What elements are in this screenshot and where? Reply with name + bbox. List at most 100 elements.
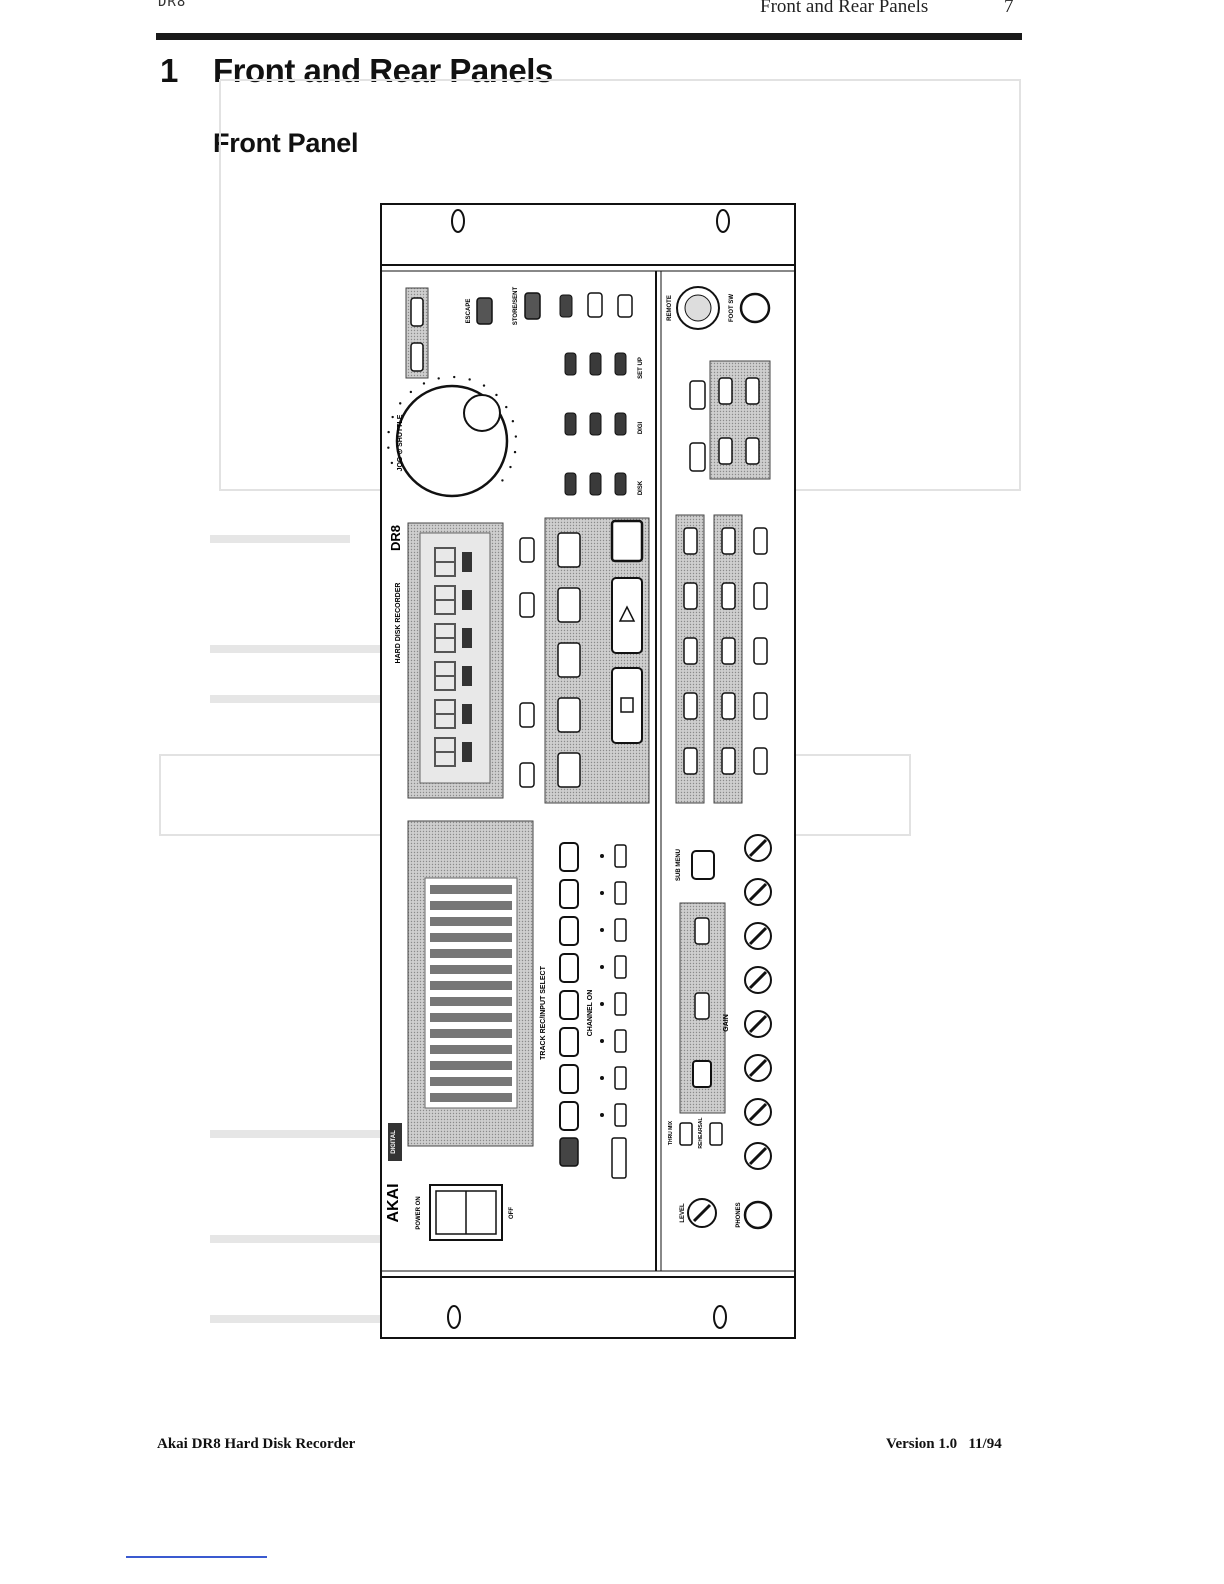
track-select-button[interactable] — [559, 842, 579, 872]
transport-button[interactable] — [557, 697, 581, 733]
play-button[interactable] — [611, 577, 643, 654]
keypad-key[interactable] — [589, 412, 602, 436]
channel-on-button[interactable] — [614, 918, 627, 942]
mode-button[interactable] — [694, 917, 710, 945]
model-logo: DR8 — [388, 525, 403, 551]
transport-button[interactable] — [557, 642, 581, 678]
track-select-button[interactable] — [559, 953, 579, 983]
function-button[interactable] — [753, 637, 768, 665]
running-header-title: Front and Rear Panels — [760, 0, 929, 17]
mode-button[interactable] — [718, 377, 733, 405]
mode-button[interactable] — [694, 992, 710, 1020]
function-button[interactable] — [683, 527, 698, 555]
svg-text:STORE/SENT: STORE/SENT — [513, 287, 519, 326]
jog-tick — [437, 377, 440, 380]
footer-version: Version 1.0 11/94 — [886, 1436, 1002, 1452]
channel-led — [600, 891, 604, 895]
digital-badge: DIGITAL — [391, 1130, 397, 1154]
function-button[interactable] — [683, 692, 698, 720]
function-button[interactable] — [753, 692, 768, 720]
keypad-key[interactable] — [564, 352, 577, 376]
sync-button[interactable] — [689, 442, 706, 472]
preroll-button[interactable] — [587, 292, 603, 318]
locate-button[interactable] — [519, 592, 535, 618]
meter-segment-row — [430, 1077, 512, 1086]
svg-text:OFF: OFF — [509, 1207, 515, 1219]
mode-button[interactable] — [718, 437, 733, 465]
meter-segment-row — [430, 965, 512, 974]
function-button[interactable] — [721, 527, 736, 555]
channel-led — [600, 965, 604, 969]
record-button[interactable] — [610, 519, 644, 563]
all-button[interactable] — [559, 1137, 579, 1167]
link-underline — [126, 1556, 267, 1558]
last-button[interactable] — [559, 294, 573, 318]
header-rule — [156, 33, 1022, 40]
rehearsal-button[interactable] — [709, 1122, 723, 1146]
transport-button[interactable] — [557, 752, 581, 788]
function-button[interactable] — [753, 747, 768, 775]
jog-tick — [409, 390, 413, 394]
svg-text:FOOT SW: FOOT SW — [729, 294, 735, 322]
keypad-key[interactable] — [564, 412, 577, 436]
track-select-button[interactable] — [559, 1101, 579, 1131]
transport-button[interactable] — [557, 587, 581, 623]
rack-hole — [713, 1305, 727, 1329]
channel-on-button[interactable] — [614, 1029, 627, 1053]
sub-menu-button[interactable] — [691, 850, 715, 880]
channel-on-button[interactable] — [614, 992, 627, 1016]
function-button[interactable] — [721, 582, 736, 610]
channel-on-button[interactable] — [614, 1066, 627, 1090]
track-select-label: TRACK REC/INPUT SELECT — [540, 965, 547, 1059]
abs-rel-button[interactable] — [519, 702, 535, 728]
keypad-key[interactable] — [614, 412, 627, 436]
channel-on-button[interactable] — [614, 955, 627, 979]
var-speed-button[interactable] — [689, 380, 706, 410]
channel-on-button[interactable] — [614, 881, 627, 905]
track-select-button[interactable] — [559, 990, 579, 1020]
channel-led — [600, 1039, 604, 1043]
digi-in-button[interactable] — [611, 1137, 627, 1179]
jog-tick — [390, 461, 394, 465]
keypad-key[interactable] — [564, 472, 577, 496]
keypad-key[interactable] — [589, 352, 602, 376]
reset-button[interactable] — [519, 762, 535, 788]
track-select-button[interactable] — [559, 1064, 579, 1094]
meter-segment-row — [430, 1013, 512, 1022]
jog-tick — [513, 450, 517, 454]
function-button[interactable] — [683, 747, 698, 775]
foot-switch-jack — [739, 292, 771, 324]
stop-button[interactable] — [611, 667, 643, 744]
numeric-keypad[interactable] — [564, 352, 627, 496]
mode-button[interactable] — [692, 1060, 712, 1088]
track-select-button[interactable] — [559, 879, 579, 909]
thru-mix-button[interactable] — [679, 1122, 693, 1146]
function-button[interactable] — [753, 527, 768, 555]
store-sent-button[interactable] — [524, 292, 541, 320]
function-button[interactable] — [721, 747, 736, 775]
keypad-key[interactable] — [614, 472, 627, 496]
function-button[interactable] — [683, 582, 698, 610]
mode-button[interactable] — [745, 377, 760, 405]
model-caption: HARD DISK RECORDER — [395, 583, 402, 664]
track-button[interactable] — [617, 294, 633, 318]
transport-button[interactable] — [557, 532, 581, 568]
channel-on-button[interactable] — [614, 844, 627, 868]
escape-button[interactable] — [476, 297, 493, 325]
function-button[interactable] — [721, 692, 736, 720]
keypad-key[interactable] — [589, 472, 602, 496]
function-button[interactable] — [753, 582, 768, 610]
rack-hole — [716, 209, 730, 233]
function-button[interactable] — [683, 637, 698, 665]
channel-on-button[interactable] — [614, 1103, 627, 1127]
mode-button[interactable] — [745, 437, 760, 465]
rack-hole — [451, 209, 465, 233]
jog-tick — [482, 384, 486, 387]
track-select-button[interactable] — [559, 916, 579, 946]
track-select-button[interactable] — [559, 1027, 579, 1057]
function-button[interactable] — [721, 637, 736, 665]
undo-button[interactable] — [519, 537, 535, 563]
keypad-key[interactable] — [614, 352, 627, 376]
svg-text:REHEARSAL: REHEARSAL — [698, 1117, 704, 1148]
channel-led — [600, 1002, 604, 1006]
